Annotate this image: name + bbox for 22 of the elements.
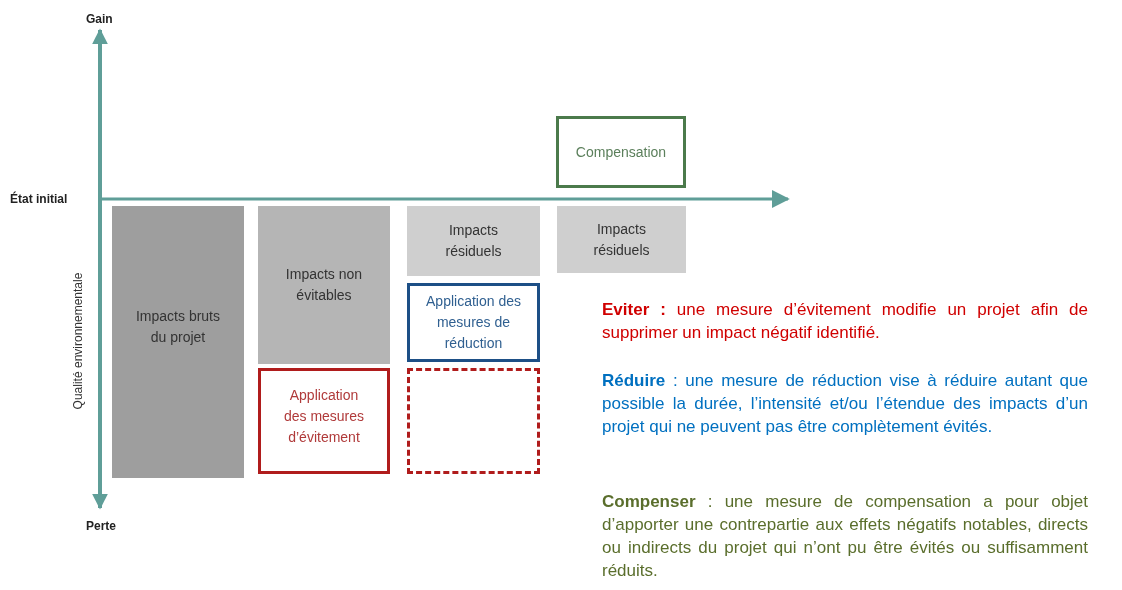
dashed-box [407,368,540,474]
box-label: Application des mesures d’évitement [282,385,366,447]
box-label: Impacts bruts du projet [135,307,221,347]
impact-bar [557,206,686,273]
box-label: Application des mesures de réduction [426,292,521,353]
definition-text: Réduire : une mesure de réduction vise à réduire autant que possible la durée, l’intensité et/ou l’étendue des impacts d’un projet qui ne peuvent pas être complètement évités. [602,370,1088,438]
axis-label: État initial [10,190,68,208]
box-label: Impacts résiduels [592,219,651,260]
box-label: Compensation [575,142,667,162]
compensation-box [556,116,686,188]
axis-label: Qualité environnementale [70,271,86,412]
definition-text: Eviter : une mesure d’évitement modifie un projet afin de supprimer un impact négatif identifié. [602,299,1088,344]
definition-text: Compenser : une mesure de compensation a pour objet d’apporter une contrepartie aux effets négatifs notables, directs ou indirects du projet qui n’ont pu être évités ou suffisamment réduits. [602,491,1088,582]
measure-box [407,283,540,362]
box-label: Impacts résiduels [444,221,503,261]
measure-box [258,368,390,474]
impact-bar [112,206,244,478]
axis-label: Perte [86,518,117,535]
impact-bar [407,206,540,276]
impact-bar [258,206,390,364]
axis-label: Gain [86,11,113,28]
box-label: Impacts non évitables [284,265,364,305]
